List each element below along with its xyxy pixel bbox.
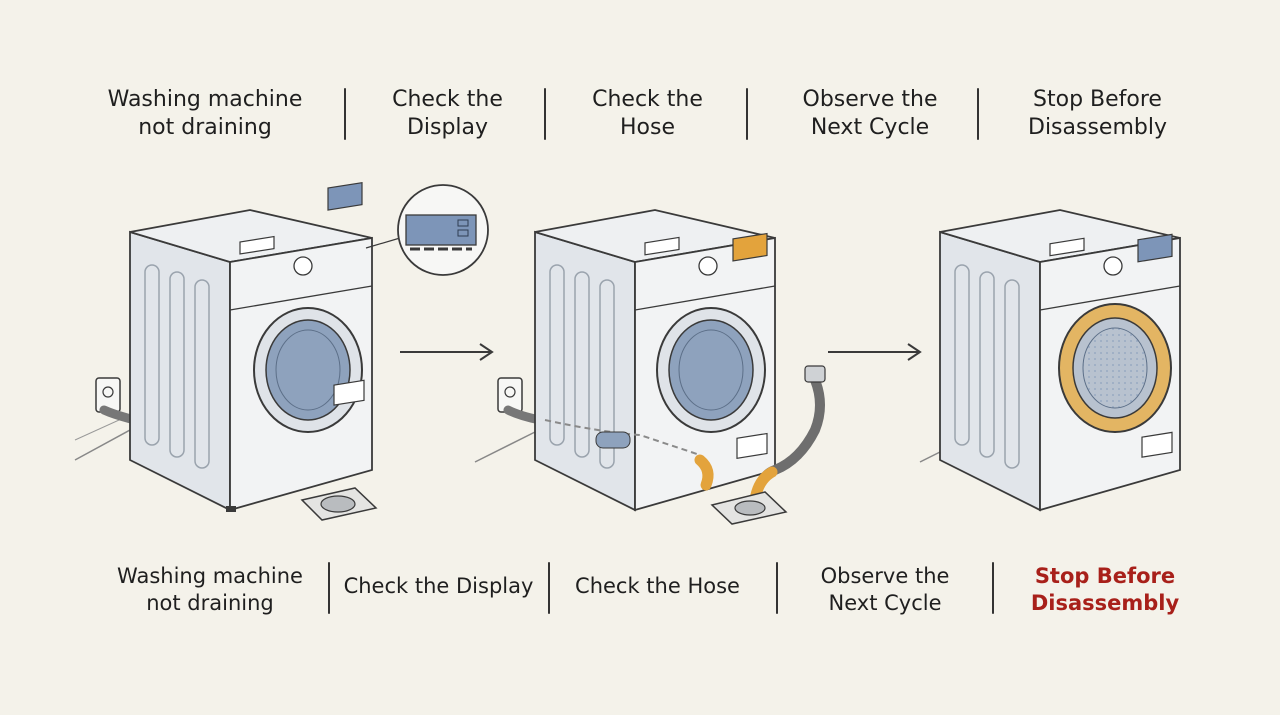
top-separator bbox=[977, 88, 979, 140]
top-separator bbox=[344, 88, 346, 140]
bottom-separator bbox=[328, 562, 330, 614]
bottom-step-observe-cycle: Observe the Next Cycle bbox=[820, 564, 950, 615]
bottom-step-check-display: Check the Display bbox=[343, 574, 534, 598]
drain-icon bbox=[300, 487, 378, 521]
arrow-right-icon bbox=[400, 343, 494, 361]
bottom-separator bbox=[776, 562, 778, 614]
illustration-strip bbox=[74, 181, 1181, 525]
bottom-step-check-hose: Check the Hose bbox=[575, 574, 740, 598]
washing-machine-icon bbox=[919, 209, 1181, 512]
arrow-right-icon bbox=[828, 343, 922, 361]
drain-icon bbox=[710, 491, 788, 525]
power-outlet-icon bbox=[497, 377, 523, 413]
washing-machine-icon bbox=[474, 209, 776, 512]
top-steps-row: Washing machine not draining Check the D… bbox=[0, 84, 1280, 144]
bottom-steps-row: Washing machine not draining Check the D… bbox=[0, 560, 1280, 620]
washing-machine-icon bbox=[74, 181, 489, 512]
top-step-check-hose: Check the Hose bbox=[592, 87, 703, 140]
display-zoom-icon bbox=[365, 184, 489, 276]
bottom-step-stop-disassembly: Stop Before Disassembly bbox=[1030, 564, 1180, 615]
top-step-stop-disassembly: Stop Before Disassembly bbox=[1028, 87, 1167, 140]
bottom-separator bbox=[548, 562, 550, 614]
bottom-separator bbox=[992, 562, 994, 614]
power-outlet-icon bbox=[95, 377, 121, 413]
top-step-not-draining: Washing machine not draining bbox=[107, 87, 303, 140]
top-separator bbox=[544, 88, 546, 140]
top-separator bbox=[746, 88, 748, 140]
top-step-check-display: Check the Display bbox=[392, 87, 503, 140]
top-step-observe-cycle: Observe the Next Cycle bbox=[802, 87, 938, 140]
bottom-step-not-draining: Washing machine not draining bbox=[117, 564, 303, 615]
